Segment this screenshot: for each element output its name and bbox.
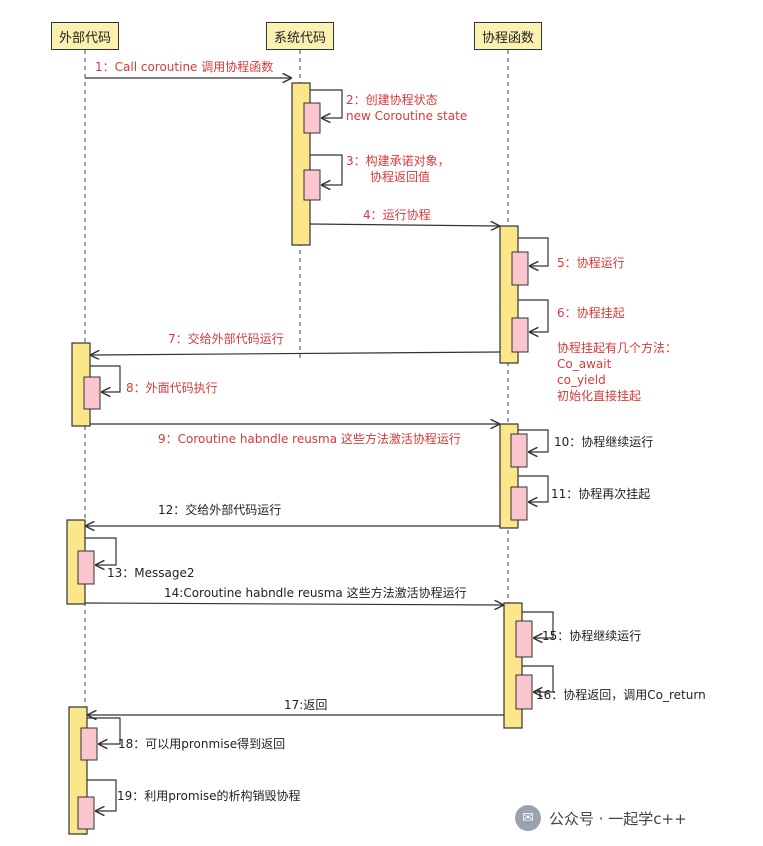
watermark-text: 公众号 · 一起学c++ bbox=[549, 809, 687, 828]
participant-system-code: 系统代码 bbox=[266, 22, 334, 50]
label-4: 4：运行协程 bbox=[363, 207, 431, 222]
label-19: 19：利用promise的析构销毁协程 bbox=[117, 788, 301, 803]
self-arrow-16 bbox=[522, 665, 554, 692]
label-2-line-2: new Coroutine state bbox=[346, 109, 467, 123]
self-arrow-6 bbox=[518, 299, 549, 332]
label-11: 11：协程再次挂起 bbox=[551, 486, 650, 501]
self-arrow-15 bbox=[522, 611, 554, 638]
nested-activation-19 bbox=[77, 796, 95, 830]
nested-activation-11 bbox=[510, 486, 528, 521]
self-arrow-8 bbox=[90, 365, 121, 392]
label-8: 8：外面代码执行 bbox=[126, 381, 218, 395]
wechat-icon: ✉ bbox=[515, 805, 541, 831]
label-3-line-1: 3：构建承诺对象， bbox=[346, 153, 450, 168]
label-3-line-2: 协程返回值 bbox=[370, 169, 430, 184]
label-17: 17:返回 bbox=[284, 698, 327, 712]
label-9: 9：Coroutine habndle reusma 这些方法激活协程运行 bbox=[158, 431, 461, 446]
nested-activation-10 bbox=[510, 433, 528, 468]
self-arrow-13 bbox=[85, 537, 117, 565]
self-arrow-10 bbox=[518, 429, 549, 452]
note-6-line-4: 初始化直接挂起 bbox=[557, 388, 641, 403]
label-10: 10：协程继续运行 bbox=[554, 434, 653, 449]
self-arrow-2 bbox=[310, 89, 343, 118]
nested-activation-6 bbox=[511, 317, 529, 353]
arrow-7 bbox=[91, 352, 501, 355]
self-arrow-11 bbox=[518, 475, 549, 502]
nested-activation-15 bbox=[515, 620, 533, 658]
note-6-line-3: co_yield bbox=[557, 373, 606, 387]
label-12: 12：交给外部代码运行 bbox=[158, 502, 281, 517]
label-15: 15：协程继续运行 bbox=[542, 628, 641, 643]
self-arrow-5 bbox=[518, 237, 549, 266]
nested-activation-16 bbox=[515, 674, 533, 710]
participant-coroutine-function: 协程函数 bbox=[474, 22, 542, 50]
nested-activation-18 bbox=[80, 727, 98, 761]
nested-activation-5 bbox=[511, 251, 529, 286]
nested-activation-8 bbox=[83, 376, 101, 410]
label-7: 7：交给外部代码运行 bbox=[168, 331, 284, 346]
label-2-line-1: 2：创建协程状态 bbox=[346, 92, 438, 107]
watermark: ✉ 公众号 · 一起学c++ bbox=[515, 805, 687, 831]
self-arrow-3 bbox=[310, 154, 343, 185]
arrow-4 bbox=[309, 224, 499, 226]
nested-activation-13 bbox=[77, 550, 95, 585]
participant-external-code: 外部代码 bbox=[51, 22, 119, 50]
label-18: 18：可以用pronmise得到返回 bbox=[118, 736, 285, 751]
label-13: 13：Message2 bbox=[107, 566, 195, 580]
label-14: 14:Coroutine habndle reusma 这些方法激活协程运行 bbox=[164, 585, 467, 600]
nested-activation-3 bbox=[303, 169, 321, 201]
label-16: 16：协程返回，调用Co_return bbox=[536, 687, 706, 702]
nested-activation-2 bbox=[303, 102, 321, 134]
self-arrow-19 bbox=[87, 779, 117, 811]
label-1: 1：Call coroutine 调用协程函数 bbox=[95, 59, 273, 74]
note-6-line-1: 协程挂起有几个方法： bbox=[557, 340, 677, 355]
note-6-line-2: Co_await bbox=[557, 357, 612, 371]
label-5: 5：协程运行 bbox=[557, 255, 625, 270]
arrow-14 bbox=[84, 603, 503, 605]
self-arrow-18 bbox=[87, 717, 121, 744]
label-6: 6：协程挂起 bbox=[557, 305, 625, 320]
